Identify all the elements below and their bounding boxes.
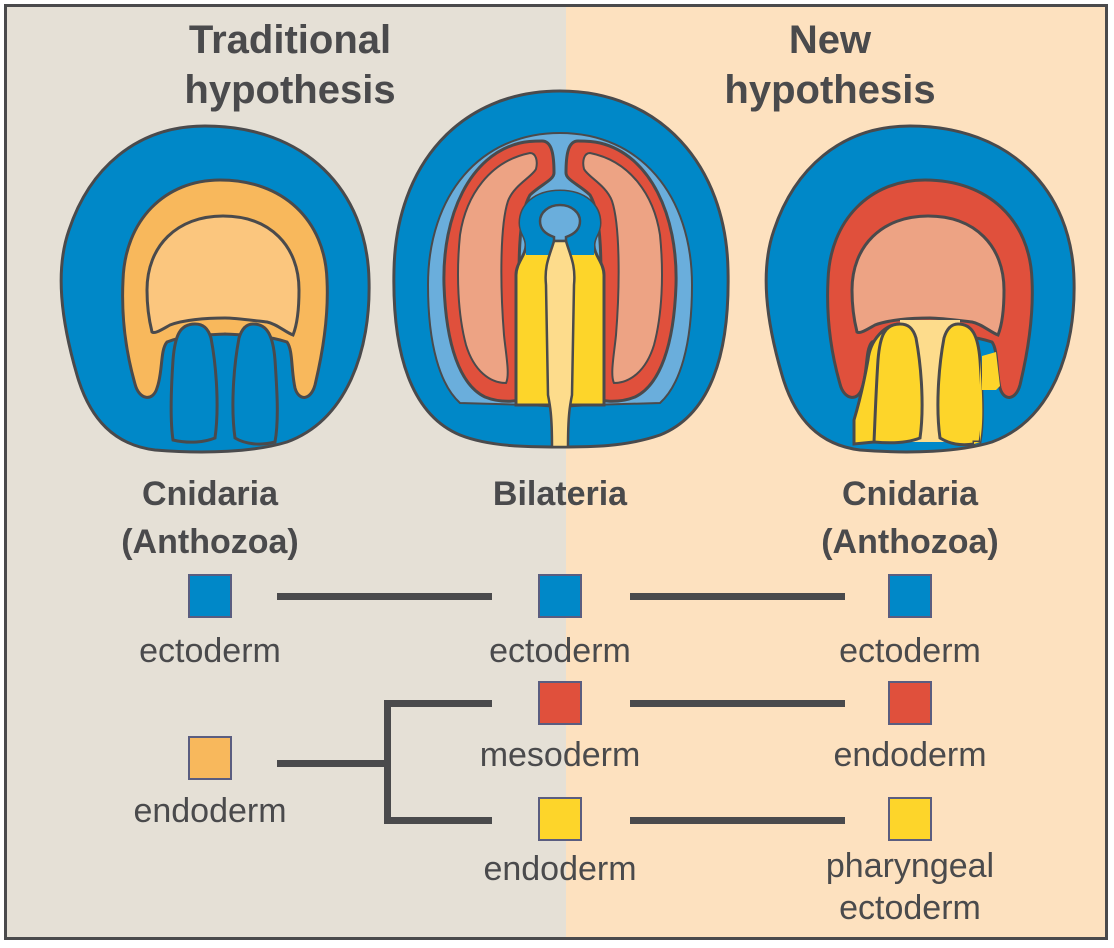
pharynx-right-wall — [231, 322, 279, 446]
gastric-cavity — [850, 214, 1006, 337]
label-line: ectoderm — [839, 889, 981, 927]
swatch-endoderm-right — [888, 681, 932, 725]
organism-label-left: Cnidaria (Anthozoa) — [90, 470, 330, 566]
mesoderm-cavity-right — [582, 151, 663, 385]
cnidaria-traditional-embryo — [59, 124, 371, 454]
gastric-cavity — [145, 214, 301, 337]
pharyngeal-ectoderm-right — [936, 322, 984, 447]
homology-line — [630, 817, 845, 824]
label-mesoderm-middle: mesoderm — [479, 736, 641, 774]
swatch-pharyngeal-ectoderm-right — [888, 797, 932, 841]
bilateria-embryo — [392, 89, 730, 449]
organism-class: (Anthozoa) — [821, 523, 999, 561]
label-ectoderm-middle: ectoderm — [489, 632, 631, 670]
gut-lumen — [544, 239, 576, 449]
title-line: hypothesis — [724, 68, 936, 112]
organism-name: Cnidaria — [141, 475, 279, 513]
traditional-hypothesis-title: Traditional hypothesis — [135, 15, 445, 115]
mesoderm-cavity-left — [457, 151, 538, 385]
organism-class: (Anthozoa) — [121, 523, 299, 561]
title-line: hypothesis — [184, 68, 396, 112]
label-ectoderm-left: ectoderm — [139, 632, 281, 670]
label-endoderm-left: endoderm — [133, 792, 287, 830]
swatch-ectoderm-middle — [538, 574, 582, 618]
branch-line-upper — [384, 700, 492, 707]
cnidaria-new-embryo — [764, 124, 1076, 454]
organism-label-middle: Bilateria — [492, 475, 628, 513]
label-ectoderm-right: ectoderm — [839, 632, 981, 670]
new-hypothesis-title: New hypothesis — [690, 15, 970, 115]
swatch-ectoderm-left — [188, 574, 232, 618]
homology-line — [630, 700, 845, 707]
branch-line-lower — [384, 817, 492, 824]
label-endoderm-right: endoderm — [833, 736, 987, 774]
label-line: pharyngeal — [825, 847, 995, 885]
pharynx-left-wall — [169, 322, 219, 444]
title-line: New — [788, 18, 872, 62]
branch-line-stem — [277, 760, 389, 767]
branch-line-vertical — [384, 700, 391, 824]
swatch-endoderm-middle — [538, 797, 582, 841]
swatch-endoderm-left — [188, 736, 232, 780]
organism-name: Cnidaria — [841, 475, 979, 513]
swatch-mesoderm-middle — [538, 681, 582, 725]
pharyngeal-ectoderm-left — [852, 322, 924, 446]
homology-line — [277, 593, 492, 600]
pharyngeal-outer-right — [974, 352, 1000, 444]
homology-line — [630, 593, 845, 600]
title-line: Traditional — [188, 18, 392, 62]
organism-label-right: Cnidaria (Anthozoa) — [790, 470, 1030, 566]
label-pharyngeal-ectoderm-right: pharyngeal ectoderm — [810, 845, 1010, 929]
swatch-ectoderm-right — [888, 574, 932, 618]
label-endoderm-middle: endoderm — [483, 850, 637, 888]
